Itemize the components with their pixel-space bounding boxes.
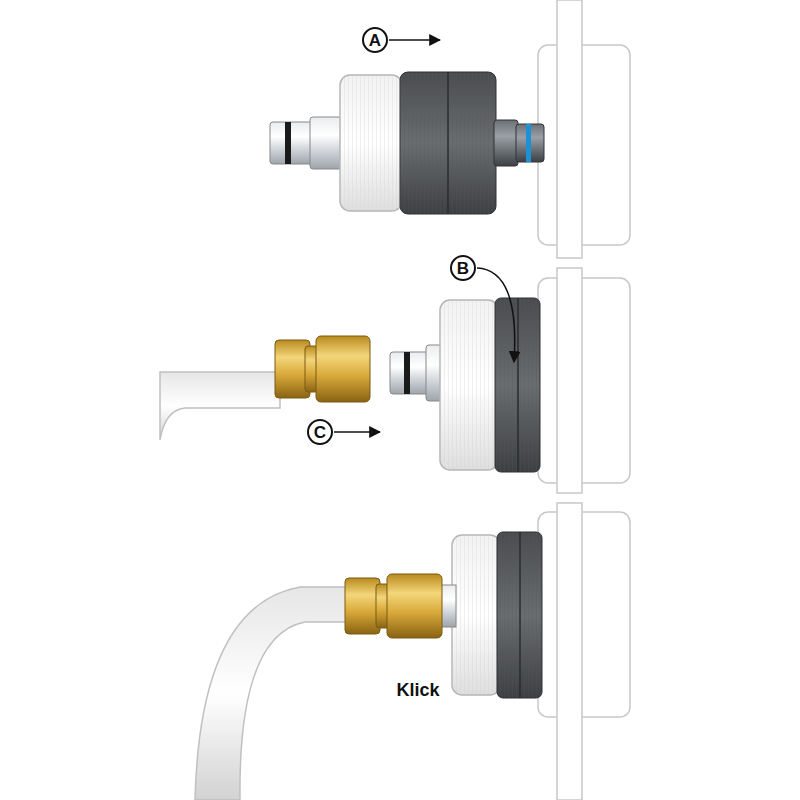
sound-label: Klick — [396, 681, 439, 699]
callout-a — [363, 28, 440, 52]
callout-letter: C — [308, 420, 332, 444]
callout-letter: A — [363, 28, 387, 52]
adapter-mounted — [390, 298, 540, 472]
adapter-loose — [270, 72, 544, 214]
callout-letter: B — [451, 256, 475, 280]
wall-fixture — [538, 0, 630, 800]
hose-with-coupling — [160, 336, 370, 440]
hose-connected — [195, 574, 442, 800]
adapter-connected — [440, 532, 542, 698]
callout-c — [308, 420, 380, 444]
callout-b — [451, 256, 515, 362]
